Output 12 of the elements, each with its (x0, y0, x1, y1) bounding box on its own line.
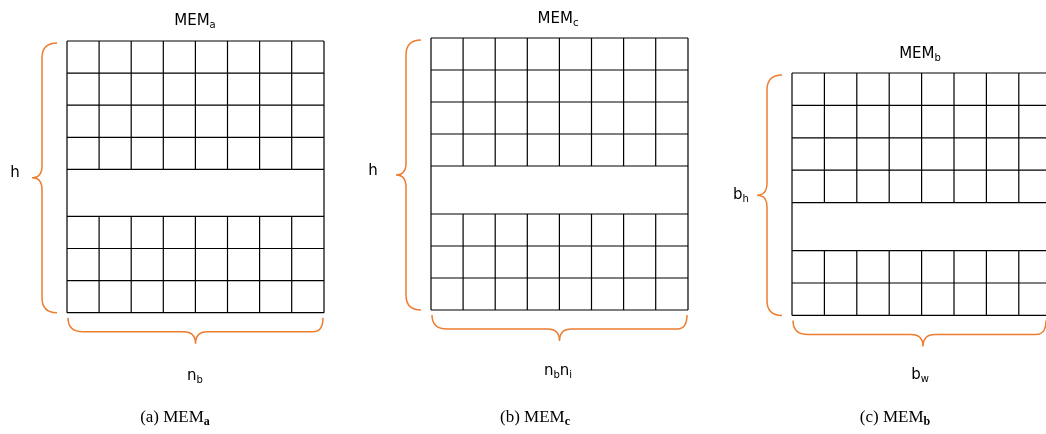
figure-caption: (b) MEM$_{c}$ (500, 407, 570, 429)
dimension-label: n$_{b}$ (187, 365, 203, 385)
grid-title: MEM$_{c}$ (537, 8, 579, 28)
dimension-label: h (368, 161, 378, 179)
dimension-label: b$_{h}$ (733, 184, 749, 204)
figure-caption: (c) MEM$_{b}$ (859, 407, 931, 429)
dimension-label: b$_{w}$ (911, 364, 929, 384)
figure-caption: (a) MEM$_{a}$ (140, 407, 210, 429)
dimension-label: h (10, 163, 20, 181)
dimension-label: n$_{b}$n$_{i}$ (543, 360, 573, 380)
grid-title: MEM$_{b}$ (899, 43, 941, 63)
grid-title: MEM$_{a}$ (174, 10, 216, 30)
